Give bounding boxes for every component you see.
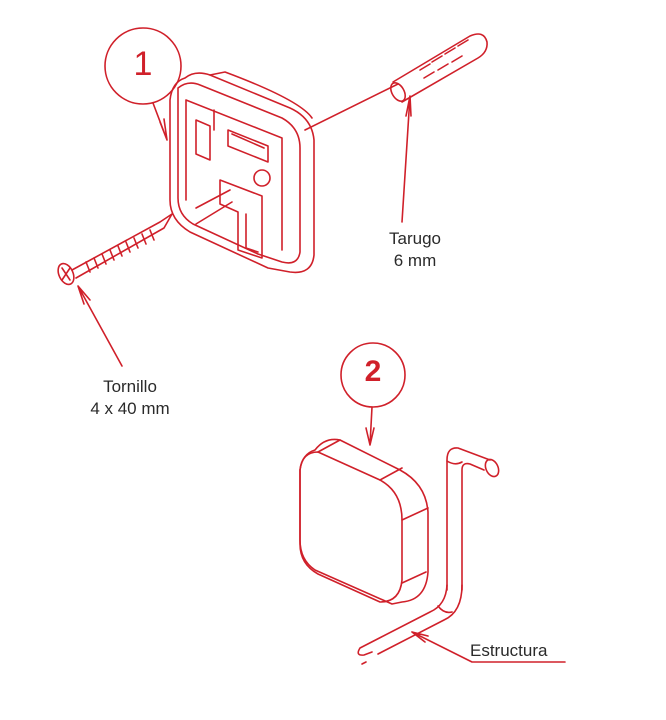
screw-label: Tornillo 4 x 40 mm [65, 376, 195, 420]
dowel-leader [401, 95, 412, 223]
callout-1-leader [152, 102, 168, 141]
dowel-size: 6 mm [393, 251, 437, 270]
dowel-name: Tarugo [389, 229, 441, 248]
structure-leader [411, 631, 566, 663]
callout-2-circle [340, 342, 406, 408]
screw-size: 4 x 40 mm [90, 399, 170, 418]
screw-part [57, 213, 173, 286]
callout-1-number: 1 [133, 45, 153, 83]
dowel-label: Tarugo 6 mm [370, 228, 460, 272]
dowel-part [389, 33, 488, 103]
structure-rod [357, 447, 500, 665]
callout-2-number: 2 [364, 355, 382, 388]
cap-part [299, 438, 429, 605]
screw-name: Tornillo [103, 377, 157, 396]
wall-base-part [169, 71, 315, 274]
structure-label: Estructura [470, 641, 548, 660]
dowel-guide-line [304, 83, 399, 131]
screw-leader [77, 285, 123, 367]
callout-1-circle [104, 27, 182, 105]
callout-2-leader [365, 406, 375, 446]
